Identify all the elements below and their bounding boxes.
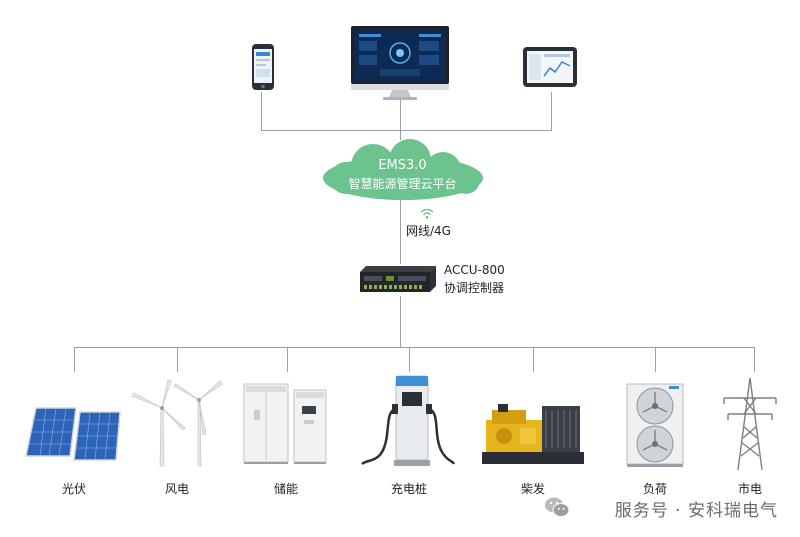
drop-line-6 — [655, 347, 656, 372]
top-vertical-monitor — [400, 100, 401, 140]
device-label-storage: 储能 — [273, 482, 298, 496]
top-vertical-phone — [261, 92, 262, 130]
solar-panel-icon — [25, 407, 121, 461]
controller-device-icon — [360, 266, 436, 292]
drop-line-2 — [177, 347, 178, 372]
cloud-subtitle: 智慧能源管理云平台 — [348, 177, 457, 191]
drop-line-7 — [754, 347, 755, 372]
watermark-text: 服务号 · 安科瑞电气 — [614, 501, 778, 521]
cloud-platform-icon — [323, 139, 483, 200]
top-horizontal-bus — [261, 130, 552, 131]
top-vertical-tablet — [551, 92, 552, 130]
controller-model: ACCU-800 — [444, 263, 505, 277]
device-label-solar: 光伏 — [61, 482, 86, 496]
device-label-grid: 市电 — [737, 482, 762, 496]
device-label-load: 负荷 — [642, 482, 667, 496]
cloud-title: EMS3.0 — [378, 158, 427, 173]
power-tower-icon — [723, 377, 777, 471]
drop-line-1 — [74, 347, 75, 372]
drop-line-4 — [409, 347, 410, 372]
device-label-wind: 风电 — [164, 482, 189, 496]
network-label: 网线/4G — [406, 224, 451, 238]
device-label-ev-charger: 充电桩 — [390, 482, 427, 496]
battery-cabinet-icon — [243, 383, 327, 464]
air-conditioner-icon — [626, 383, 684, 467]
wechat-icon — [545, 497, 570, 517]
bottom-horizontal-bus — [74, 347, 755, 348]
tablet-icon — [523, 47, 577, 87]
wind-turbine-icon — [131, 379, 223, 467]
smartphone-icon — [252, 44, 274, 90]
diesel-generator-icon — [482, 404, 584, 464]
device-label-generator: 柴发 — [520, 482, 545, 496]
cloud-to-controller-line — [400, 196, 401, 264]
drop-line-3 — [287, 347, 288, 372]
controller-name: 协调控制器 — [444, 281, 505, 295]
controller-to-bus-line — [400, 296, 401, 348]
wifi-icon — [420, 208, 434, 219]
monitor-icon — [351, 26, 449, 100]
drop-line-5 — [533, 347, 534, 372]
ev-charger-icon — [361, 375, 456, 466]
